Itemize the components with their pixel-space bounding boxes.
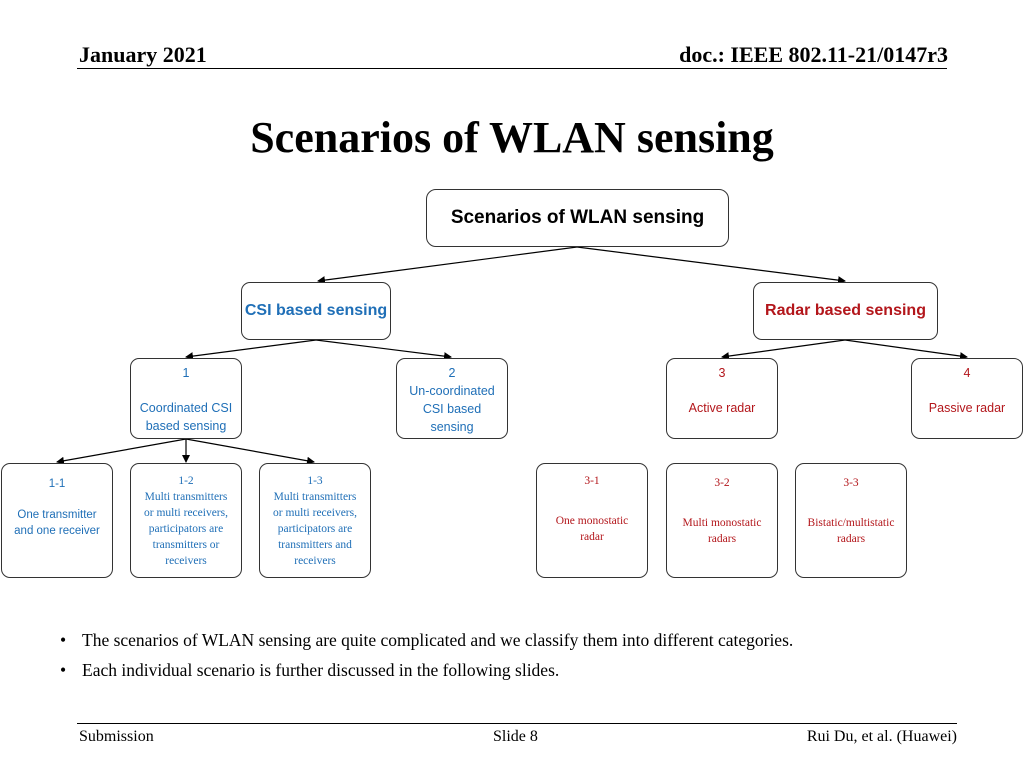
node-3-2-l2: radars xyxy=(707,533,737,545)
node-1-2-l3: participators are xyxy=(148,523,224,535)
arrow-csi-1 xyxy=(185,339,317,361)
bullet-item: •Each individual scenario is further dis… xyxy=(60,660,560,680)
node-1-3-l1: Multi transmitters xyxy=(273,491,357,503)
node-1-1-label-l2: and one receiver xyxy=(14,525,100,537)
node-4: 4 Passive radar xyxy=(911,358,1023,439)
header-divider xyxy=(77,68,947,69)
node-2-label-l2: CSI based xyxy=(422,402,482,416)
node-2-number: 2 xyxy=(448,366,456,380)
node-3-2-l1: Multi monostatic xyxy=(682,517,762,529)
node-3-3-l1: Bistatic/multistatic xyxy=(807,517,895,529)
node-1-3-l3: participators are xyxy=(277,523,353,535)
node-1-3-l4: transmitters and xyxy=(278,539,352,551)
slide-title: Scenarios of WLAN sensing xyxy=(250,113,774,162)
node-1: 1 Coordinated CSI based sensing xyxy=(130,358,242,439)
node-root: Scenarios of WLAN sensing xyxy=(426,189,729,247)
node-3-2-number: 3-2 xyxy=(714,477,730,489)
arrow-1-11 xyxy=(56,438,187,465)
node-1-1: 1-1 One transmitter and one receiver xyxy=(1,463,113,578)
node-radar-based-sensing: Radar based sensing xyxy=(753,282,938,340)
node-1-2-number: 1-2 xyxy=(178,475,194,487)
node-2: 2 Un-coordinated CSI based sensing xyxy=(396,358,508,439)
header-date: January 2021 xyxy=(79,42,207,67)
node-3-1-l2: radar xyxy=(580,531,604,543)
node-1-2-l1: Multi transmitters xyxy=(144,491,228,503)
arrow-root-csi xyxy=(317,246,578,285)
node-2-label-l1: Un-coordinated xyxy=(409,384,495,398)
arrow-radar-3 xyxy=(721,339,846,361)
node-1-3-l2: or multi receivers, xyxy=(273,507,357,519)
node-3-1-number: 3-1 xyxy=(584,475,600,487)
node-3-3-number: 3-3 xyxy=(843,477,859,489)
node-1-1-number: 1-1 xyxy=(48,478,66,490)
arrow-root-radar xyxy=(576,246,846,285)
node-3-1: 3-1 One monostatic radar xyxy=(536,463,648,578)
node-1-label: Coordinated CSI based sensing xyxy=(139,401,233,433)
node-csi-based-sensing: CSI based sensing xyxy=(241,282,391,340)
node-1-3-l5: receivers xyxy=(294,555,336,567)
node-1-2-l2: or multi receivers, xyxy=(144,507,228,519)
footer-slide-number: Slide 8 xyxy=(493,728,538,745)
arrow-1-13 xyxy=(185,438,315,465)
bullet-text-2: Each individual scenario is further disc… xyxy=(82,660,560,680)
node-1-2-l4: transmitters or xyxy=(152,539,220,551)
node-1-2: 1-2 Multi transmitters or multi receiver… xyxy=(130,463,242,578)
arrow-csi-2 xyxy=(315,339,452,361)
node-3: 3 Active radar xyxy=(666,358,778,439)
node-3-2: 3-2 Multi monostatic radars xyxy=(666,463,778,578)
node-3-3-l2: radars xyxy=(836,533,866,545)
node-3-label: Active radar xyxy=(688,401,756,415)
arrow-radar-4 xyxy=(844,339,968,360)
node-1-3: 1-3 Multi transmitters or multi receiver… xyxy=(259,463,371,578)
node-3-1-l1: One monostatic xyxy=(555,515,629,527)
node-3-number: 3 xyxy=(718,366,726,380)
footer-divider xyxy=(77,723,957,724)
bullet-item: •The scenarios of WLAN sensing are quite… xyxy=(60,630,794,650)
node-4-label: Passive radar xyxy=(928,401,1006,415)
footer-author: Rui Du, et al. (Huawei) xyxy=(806,728,957,745)
node-3-3: 3-3 Bistatic/multistatic radars xyxy=(795,463,907,578)
bullet-list: •The scenarios of WLAN sensing are quite… xyxy=(60,630,793,690)
node-1-1-label-l1: One transmitter xyxy=(17,509,97,521)
node-1-number: 1 xyxy=(182,366,190,380)
node-1-3-number: 1-3 xyxy=(307,475,323,487)
bullet-text-1: The scenarios of WLAN sensing are quite … xyxy=(82,630,794,650)
node-1-2-l5: receivers xyxy=(165,555,207,567)
footer-submission: Submission xyxy=(79,728,154,745)
node-4-number: 4 xyxy=(963,366,971,380)
header-doc-id: doc.: IEEE 802.11-21/0147r3 xyxy=(679,42,948,67)
node-2-label-l3: sensing xyxy=(430,420,474,434)
